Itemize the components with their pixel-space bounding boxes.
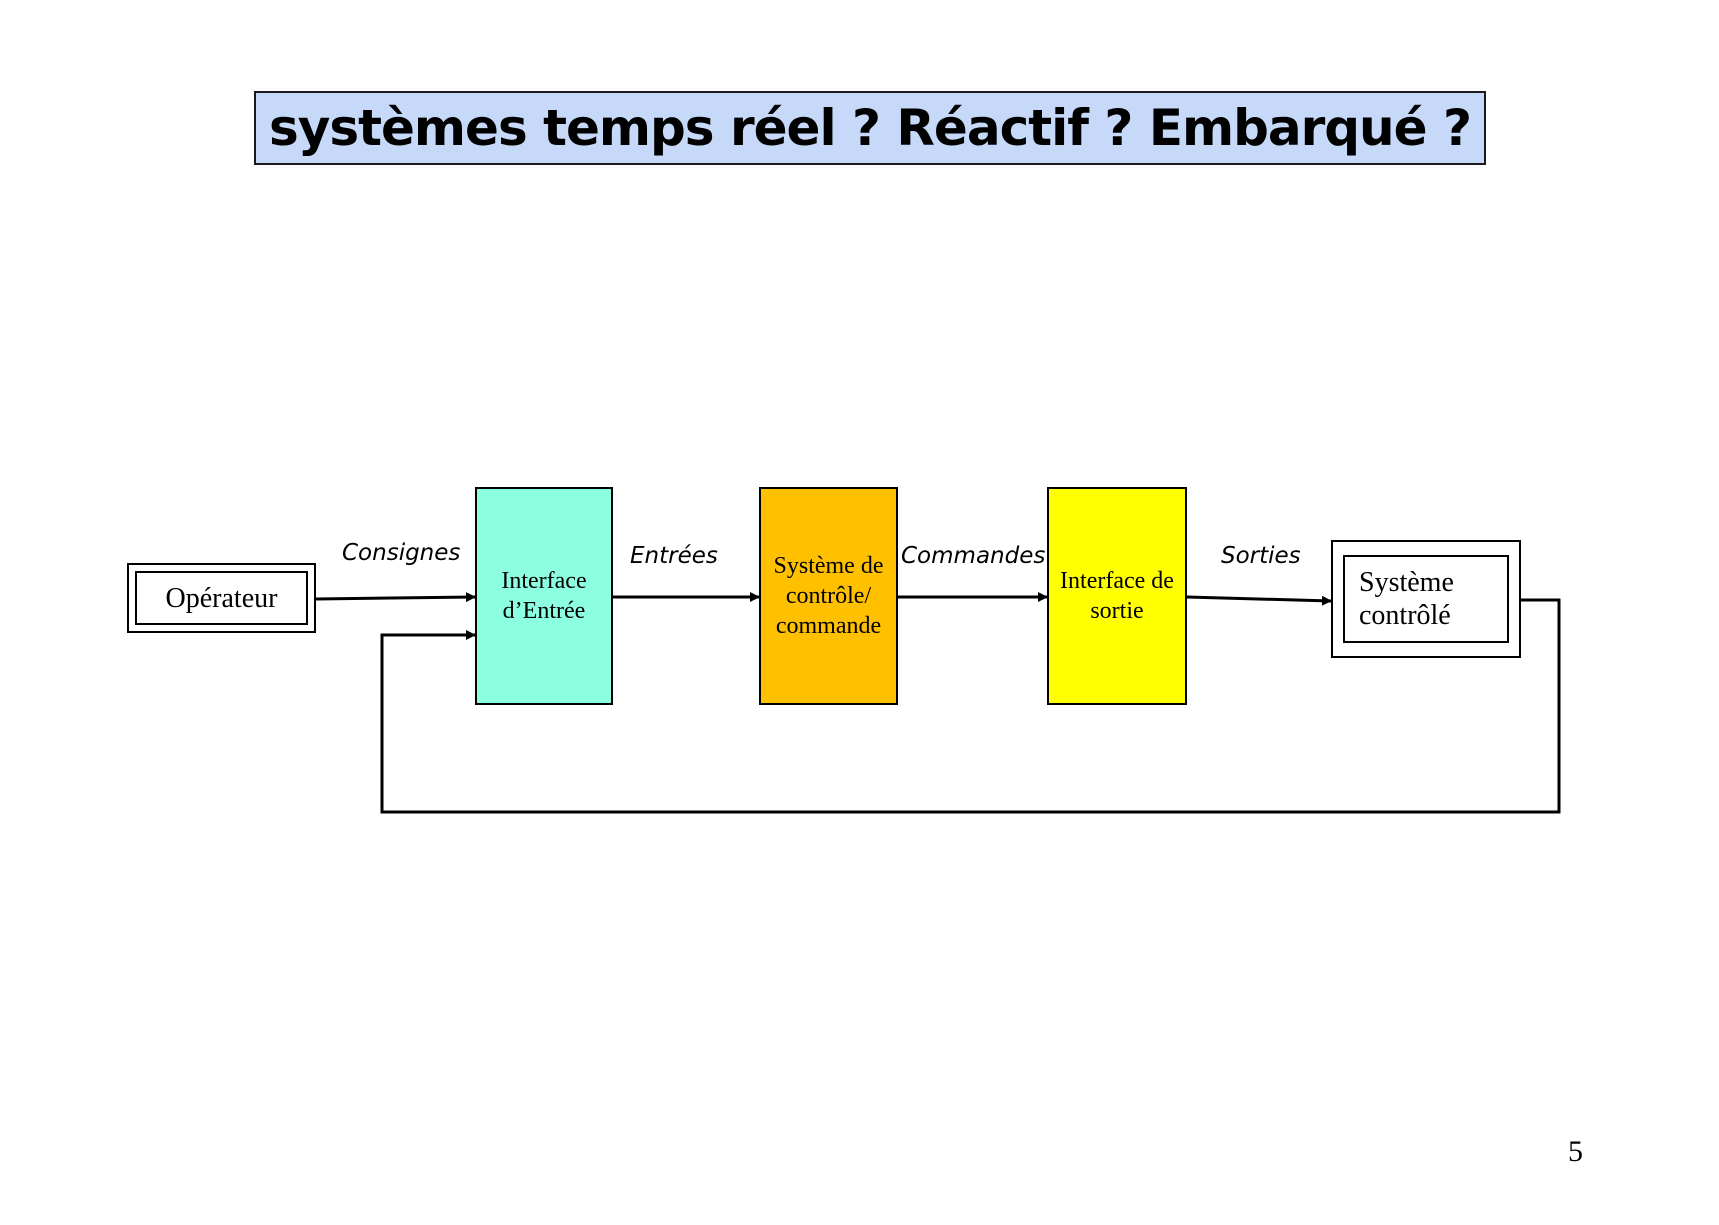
operateur-box: Opérateur [135,571,308,625]
interface-entree-label: Interface d’Entrée [501,568,587,624]
interface-sortie-label: Interface de sortie [1060,568,1174,624]
page-number: 5 [1568,1135,1583,1168]
slide-title-box: systèmes temps réel ? Réactif ? Embarqué… [254,91,1486,165]
interface-entree-box: Interface d’Entrée [475,487,613,705]
feedback-loop [380,598,1561,814]
systeme-controle-box: Système de contrôle/ commande [759,487,898,705]
systeme-controle-final-box: Système contrôlé [1343,555,1509,643]
systeme-controle-final-label: Système contrôlé [1359,567,1454,631]
interface-sortie-box: Interface de sortie [1047,487,1187,705]
operateur-label: Opérateur [165,582,278,614]
edge-label-commandes: Commandes [901,543,1046,569]
arrow-sortie-to-controle [1186,595,1332,606]
edge-label-entrees: Entrées [630,543,718,569]
slide-title: systèmes temps réel ? Réactif ? Embarqué… [269,99,1472,157]
systeme-controle-label: Système de contrôle/ commande [773,553,884,639]
edge-label-sorties: Sorties [1221,543,1301,569]
edge-label-consignes: Consignes [342,540,461,566]
arrow-operateur-to-interface [315,592,476,603]
